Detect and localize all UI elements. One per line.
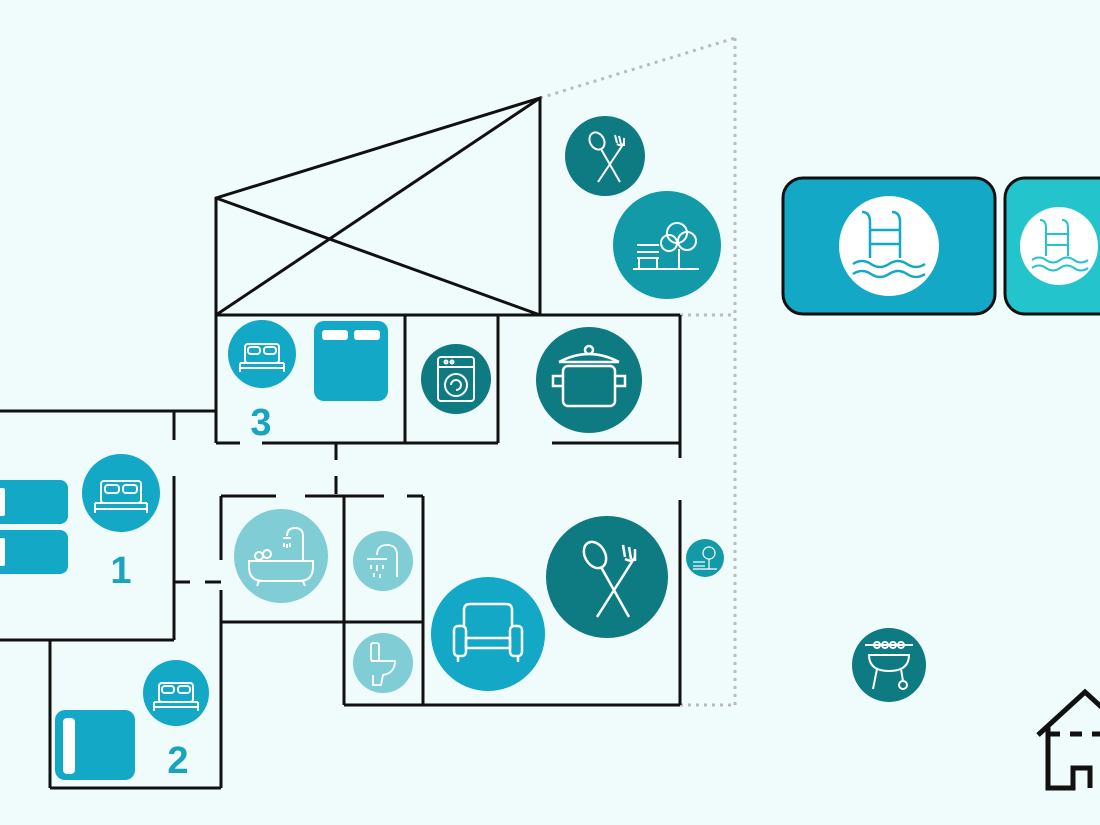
shower-icon	[353, 531, 413, 591]
double-bed-icon	[82, 454, 160, 532]
barbecue-grill-icon	[852, 628, 926, 702]
swimming-pool-icon	[1003, 176, 1100, 316]
bedroom-2-number: 2	[167, 740, 188, 782]
house-icon	[1036, 688, 1100, 791]
cutlery-icon	[565, 116, 645, 196]
swimming-pool-icon	[781, 176, 997, 316]
double-bed-icon	[314, 321, 388, 401]
bedroom-1-number: 1	[110, 550, 131, 592]
terrace-boundary	[539, 36, 737, 707]
walls	[0, 95, 682, 790]
bathtub-icon	[234, 509, 328, 603]
single-bed-icon	[0, 530, 68, 574]
sofa-icon	[431, 577, 545, 691]
cutlery-icon	[546, 516, 668, 638]
bench-tree-icon	[613, 191, 721, 299]
washing-machine-icon	[421, 344, 491, 414]
single-bed-icon	[55, 710, 135, 780]
bench-tree-icon	[686, 539, 724, 577]
double-bed-icon	[143, 660, 209, 726]
cooking-pot-icon	[536, 327, 642, 433]
toilet-icon	[353, 633, 413, 693]
double-bed-icon	[228, 320, 296, 388]
single-bed-icon	[0, 480, 68, 524]
bedroom-3-number: 3	[250, 402, 271, 444]
